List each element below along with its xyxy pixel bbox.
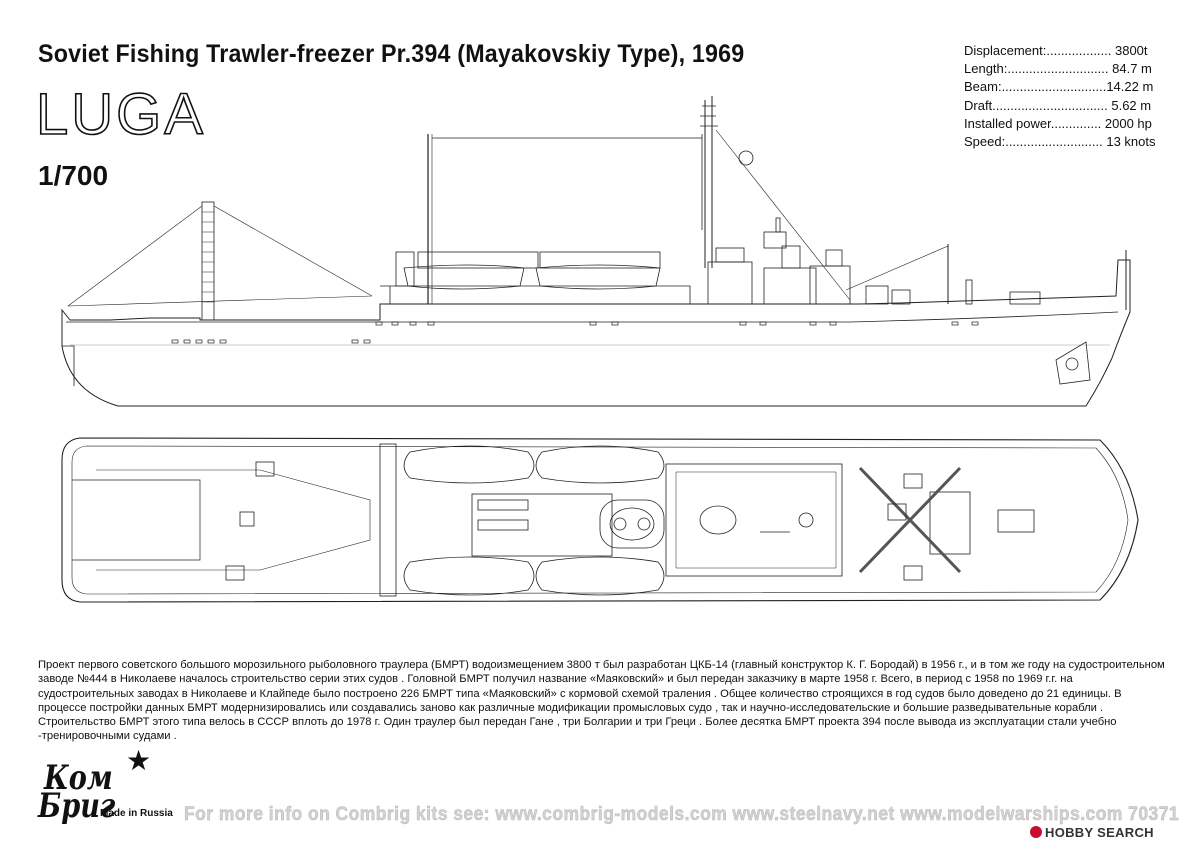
- description-paragraph: Проект первого советского большого мороз…: [38, 659, 1165, 743]
- hobby-search-watermark: HOBBY SEARCH: [1030, 825, 1154, 840]
- scale-label: 1/700: [38, 160, 109, 191]
- spec-length: Length:............................ 84.7…: [964, 61, 1152, 77]
- side-profile: [61, 96, 1131, 407]
- combrig-logo: ★ Ком Бриг Made in Russia: [38, 745, 178, 838]
- hobby-search-icon: [1030, 826, 1042, 838]
- logo-line-1: Ком: [44, 758, 113, 798]
- spec-beam: Beam:.............................14.22 …: [964, 79, 1154, 95]
- page-title: Soviet Fishing Trawler-freezer Pr.394 (M…: [38, 40, 745, 68]
- description-text: Проект первого советского большого мороз…: [38, 658, 1168, 744]
- spec-displacement: Displacement:.................. 3800t: [964, 43, 1148, 58]
- logo-line-2: Бриг: [38, 786, 116, 826]
- ship-name: LUGA: [35, 82, 206, 147]
- ship-drawings: [61, 96, 1139, 603]
- top-view: [61, 437, 1139, 603]
- specs-table: Displacement:.................. 3800t Le…: [964, 42, 1164, 151]
- footer-links: For more info on Combrig kits see: www.c…: [184, 804, 1180, 826]
- spec-draft: Draft................................ 5.…: [964, 97, 1152, 113]
- star-icon: ★: [126, 745, 152, 776]
- made-in-label: Made in Russia: [100, 808, 173, 819]
- spec-power: Installed power.............. 2000 hp: [964, 115, 1152, 131]
- watermark-text: HOBBY SEARCH: [1045, 825, 1154, 840]
- spec-speed: Speed:........................... 13 kno…: [964, 134, 1156, 150]
